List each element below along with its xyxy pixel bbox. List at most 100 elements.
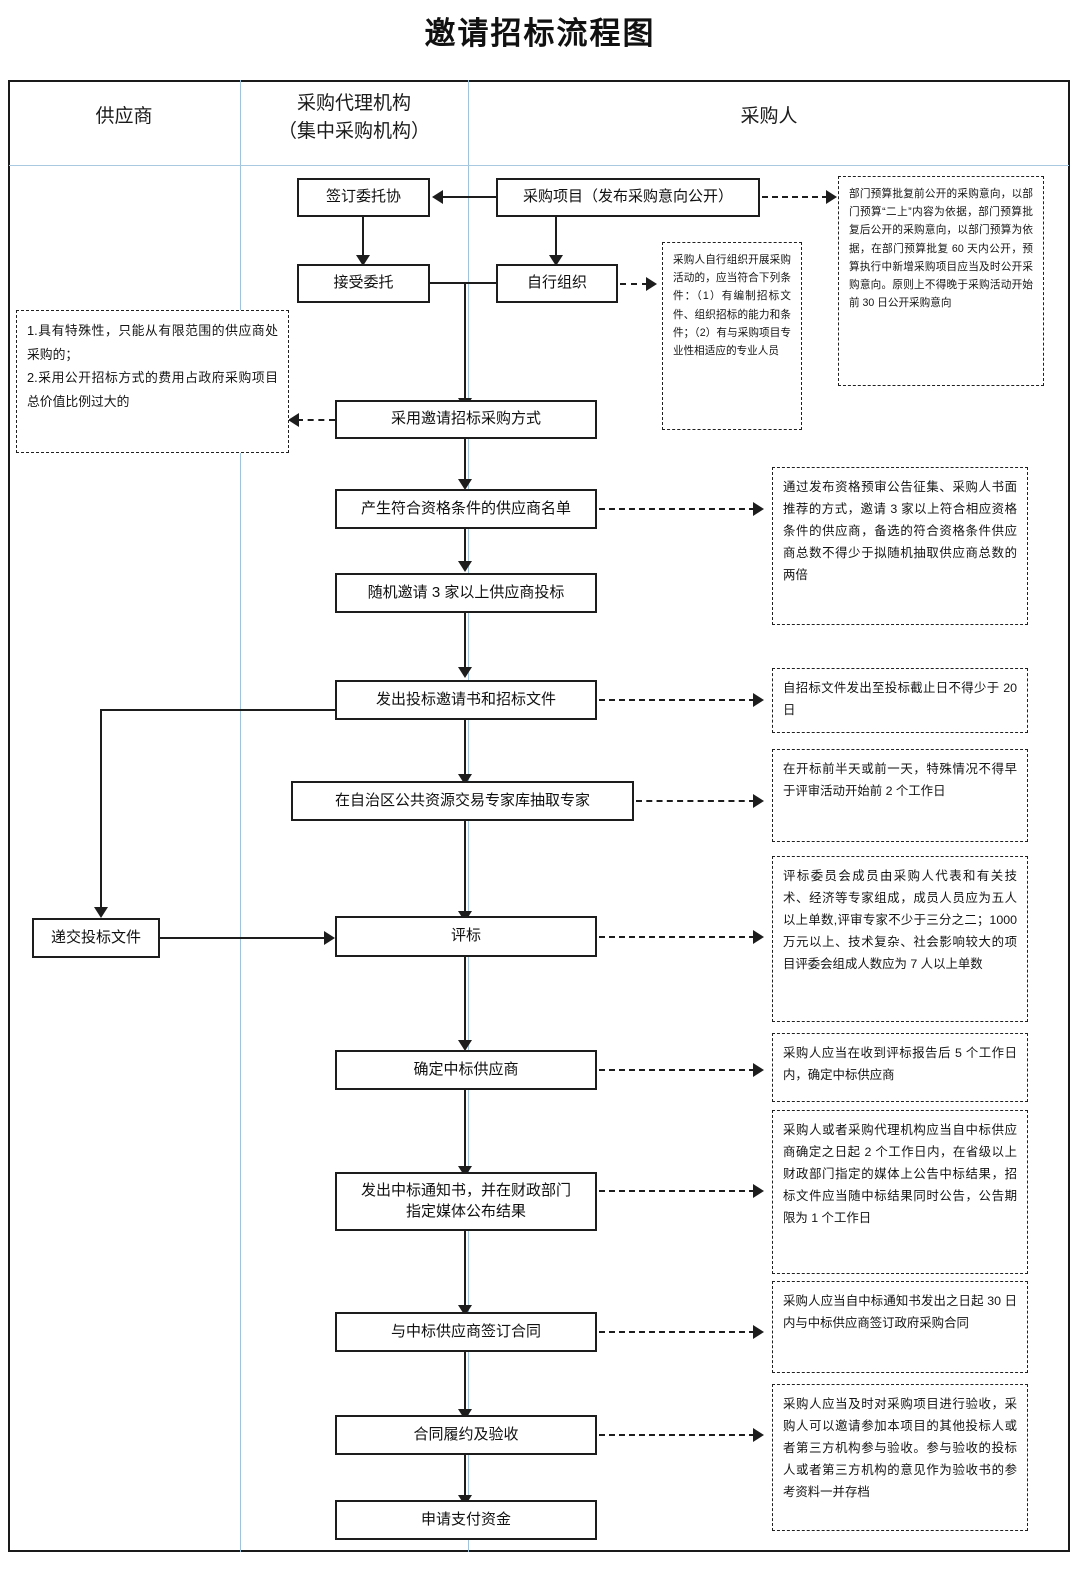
edge-issue-to-doc20-note — [599, 699, 755, 701]
page-title: 邀请招标流程图 — [424, 16, 656, 51]
edge-accept-to-note — [599, 1434, 755, 1436]
edge-invite-to-list-arrow — [458, 479, 472, 490]
node-issue-docs[interactable]: 发出投标邀请书和招标文件 — [335, 680, 597, 720]
note-qualify-text: 通过发布资格预审公告征集、采购人书面推荐的方式，邀请 3 家以上符合相应资格条件… — [783, 480, 1017, 583]
node-invite-method-label: 采用邀请招标采购方式 — [390, 410, 541, 428]
note-committee: 评标委员会成员由采购人代表和有关技术、经济等专家组成，成员人员应为五人以上单数,… — [772, 856, 1028, 1022]
note-selforg: 采购人自行组织开展采购活动的，应当符合下列条件：（1）有编制招标文件、组织招标的… — [662, 242, 802, 430]
node-invite-three[interactable]: 随机邀请 3 家以上供应商投标 — [335, 573, 597, 613]
note-accept: 采购人应当及时对采购项目进行验收，采购人可以邀请参加本项目的其他投标人或者第三方… — [772, 1384, 1028, 1531]
edge-contract-to-accept-arrow — [458, 1409, 472, 1420]
edge-experts-to-note-arrow — [753, 794, 764, 808]
edge-invite3-to-issue-arrow — [458, 667, 472, 678]
node-perform-accept[interactable]: 合同履约及验收 — [335, 1415, 597, 1455]
node-purchase-project[interactable]: 采购项目（发布采购意向公开） — [496, 178, 760, 217]
lane-divider-1 — [240, 80, 241, 1552]
node-evaluate[interactable]: 评标 — [335, 916, 597, 957]
node-supplier-list-label: 产生符合资格条件的供应商名单 — [360, 499, 571, 517]
node-award-notice-line2: 指定媒体公布结果 — [405, 1202, 526, 1220]
edge-winner-to-notice-arrow — [458, 1166, 472, 1177]
edge-submit-to-evaluate-arrow — [324, 931, 335, 945]
note-selforg-text: 采购人自行组织开展采购活动的，应当符合下列条件：（1）有编制招标文件、组织招标的… — [673, 254, 791, 358]
edge-project-to-selforg-arrow — [549, 255, 563, 266]
header-rule — [9, 165, 1069, 166]
lane-header-purchaser: 采购人 — [469, 103, 1069, 131]
note-doc20-text: 自招标文件发出至投标截止日不得少于 20 日 — [783, 681, 1017, 718]
edge-invite-to-left-note-arrow — [288, 413, 299, 427]
note-expert: 在开标前半天或前一天，特殊情况不得早于评审活动开始前 2 个工作日 — [772, 749, 1028, 842]
edge-selforg-to-note-arrow — [646, 277, 657, 291]
edge-project-to-selforg — [555, 217, 558, 257]
node-apply-payment[interactable]: 申请支付资金 — [335, 1500, 597, 1540]
edge-experts-to-note — [636, 800, 755, 802]
note-expert-text: 在开标前半天或前一天，特殊情况不得早于评审活动开始前 2 个工作日 — [783, 762, 1017, 799]
node-determine-winner[interactable]: 确定中标供应商 — [335, 1050, 597, 1090]
edge-invite-to-list — [464, 439, 467, 481]
note-invite-line2: 2.采用公开招标方式的费用占政府采购项目总价值比例过大的 — [27, 370, 278, 410]
edge-project-to-entrust — [443, 196, 496, 199]
note-intent-text: 部门预算批复前公开的采购意向，以部门预算“二上”内容为依据，部门预算批复后公开的… — [849, 188, 1033, 310]
edge-list-to-qualify-note-arrow — [753, 502, 764, 516]
node-sign-contract[interactable]: 与中标供应商签订合同 — [335, 1312, 597, 1352]
note-award5-text: 采购人应当在收到评标报告后 5 个工作日内，确定中标供应商 — [783, 1046, 1017, 1083]
edge-winner-to-notice — [464, 1090, 467, 1168]
node-draw-experts[interactable]: 在自治区公共资源交易专家库抽取专家 — [291, 781, 634, 821]
node-accept-entrust-label: 接受委托 — [333, 274, 394, 292]
node-sign-entrust-label: 签订委托协 — [325, 188, 401, 206]
node-invite-method[interactable]: 采用邀请招标采购方式 — [335, 400, 597, 439]
edge-list-to-invite3 — [464, 529, 467, 563]
edge-issue-to-experts-arrow — [458, 774, 472, 785]
node-award-notice-line1: 发出中标通知书，并在财政部门 — [360, 1182, 571, 1200]
edge-evaluate-to-winner — [464, 957, 467, 1042]
note-intent: 部门预算批复前公开的采购意向，以部门预算“二上”内容为依据，部门预算批复后公开的… — [838, 176, 1044, 386]
node-self-organize-label: 自行组织 — [526, 274, 587, 292]
note-doc20: 自招标文件发出至投标截止日不得少于 20 日 — [772, 668, 1028, 733]
diagram-frame — [8, 80, 1070, 1552]
note-publish: 采购人或者采购代理机构应当自中标供应商确定之日起 2 个工作日内，在省级以上财政… — [772, 1110, 1028, 1274]
node-award-notice[interactable]: 发出中标通知书，并在财政部门 指定媒体公布结果 — [335, 1172, 597, 1231]
edge-winner-to-award5-note — [599, 1069, 755, 1071]
node-accept-entrust[interactable]: 接受委托 — [297, 264, 430, 303]
note-committee-text: 评标委员会成员由采购人代表和有关技术、经济等专家组成，成员人员应为五人以上单数,… — [783, 869, 1017, 972]
edge-invite-to-left-note — [297, 419, 335, 421]
edge-project-to-intent-note — [762, 196, 828, 198]
node-invite-three-label: 随机邀请 3 家以上供应商投标 — [367, 583, 565, 601]
edge-issue-to-submit-h — [100, 709, 335, 712]
edge-issue-to-submit-v — [100, 709, 103, 909]
edge-submit-to-evaluate — [160, 937, 326, 940]
edge-evaluate-to-winner-arrow — [458, 1040, 472, 1051]
edge-issue-to-experts — [464, 720, 467, 776]
node-draw-experts-label: 在自治区公共资源交易专家库抽取专家 — [334, 791, 590, 809]
edge-issue-to-doc20-note-arrow — [753, 693, 764, 707]
lane-header-agency: 采购代理机构 （集中采购机构） — [241, 90, 467, 145]
edge-entrust-to-accept — [362, 217, 365, 257]
edge-accept-to-note-arrow — [753, 1428, 764, 1442]
edge-join-to-invite-method — [464, 282, 467, 400]
node-sign-entrust[interactable]: 签订委托协 — [297, 178, 430, 217]
edge-entrust-to-accept-arrow — [356, 255, 370, 266]
edge-invite3-to-issue — [464, 613, 467, 669]
node-submit-bid[interactable]: 递交投标文件 — [32, 918, 160, 958]
edge-selforg-to-note — [620, 283, 648, 285]
node-apply-payment-label: 申请支付资金 — [420, 1510, 511, 1528]
note-invite-conditions: 1.具有特殊性，只能从有限范围的供应商处采购的； 2.采用公开招标方式的费用占政… — [16, 310, 289, 453]
note-award5: 采购人应当在收到评标报告后 5 个工作日内，确定中标供应商 — [772, 1033, 1028, 1102]
lane-header-purchaser-label: 采购人 — [740, 106, 798, 127]
node-self-organize[interactable]: 自行组织 — [496, 264, 618, 303]
node-evaluate-label: 评标 — [450, 927, 481, 945]
edge-notice-to-contract-arrow — [458, 1305, 472, 1316]
note-contract: 采购人应当自中标通知书发出之日起 30 日内与中标供应商签订政府采购合同 — [772, 1281, 1028, 1373]
node-purchase-project-label: 采购项目（发布采购意向公开） — [522, 188, 733, 206]
edge-contract-to-note-arrow — [753, 1325, 764, 1339]
node-determine-winner-label: 确定中标供应商 — [413, 1060, 519, 1078]
edge-contract-to-note — [599, 1331, 755, 1333]
edge-accept-join-left — [430, 282, 496, 285]
note-publish-text: 采购人或者采购代理机构应当自中标供应商确定之日起 2 个工作日内，在省级以上财政… — [783, 1123, 1017, 1226]
note-contract-text: 采购人应当自中标通知书发出之日起 30 日内与中标供应商签订政府采购合同 — [783, 1294, 1017, 1331]
edge-list-to-qualify-note — [599, 508, 755, 510]
edge-issue-to-submit-arrow — [94, 907, 108, 918]
lane-header-supplier: 供应商 — [10, 103, 238, 131]
lane-header-agency-line2: （集中采购机构） — [277, 120, 430, 142]
edge-evaluate-to-committee-note-arrow — [753, 930, 764, 944]
node-supplier-list[interactable]: 产生符合资格条件的供应商名单 — [335, 489, 597, 529]
